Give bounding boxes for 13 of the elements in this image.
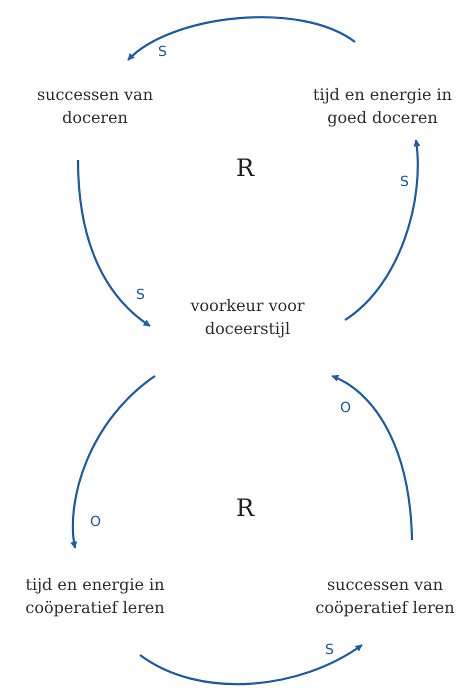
curved-arrow bbox=[76, 160, 151, 327]
node-label: tijd en energie in goed doceren bbox=[312, 84, 453, 129]
curved-arrow bbox=[139, 644, 363, 686]
loop-label: R bbox=[236, 494, 254, 522]
node-label: successen van doceren bbox=[36, 84, 154, 129]
node-label: tijd en energie in coöperatief leren bbox=[24, 574, 166, 619]
node-label: voorkeur voor doceerstijl bbox=[189, 295, 306, 340]
curved-arrow bbox=[127, 16, 356, 61]
curved-arrow bbox=[331, 375, 414, 540]
curved-arrow bbox=[344, 139, 420, 321]
loop-label: R bbox=[236, 154, 254, 182]
node-label: successen van coöperatief leren bbox=[314, 574, 456, 619]
curved-arrow bbox=[70, 375, 156, 549]
